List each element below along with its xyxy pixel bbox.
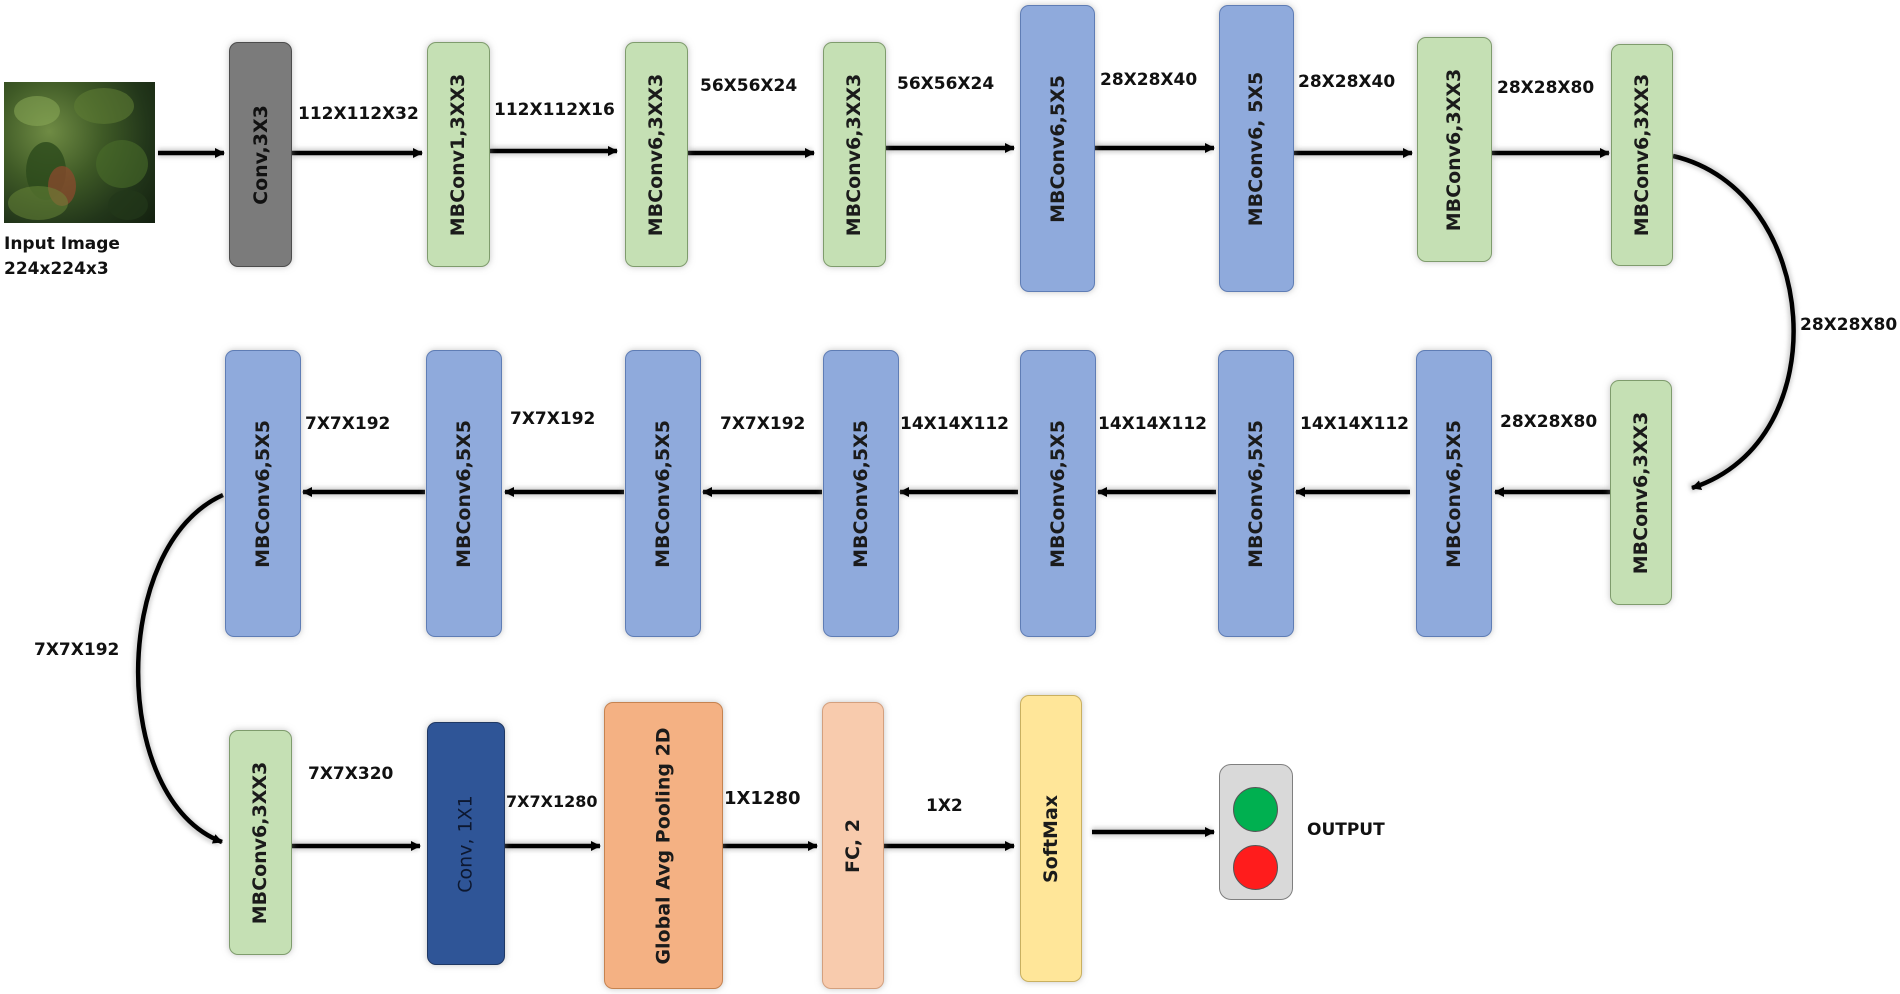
mbconv6-3x3-block-7: MBConv6,3XX3 [1611, 44, 1673, 266]
dim-label: 28X28X80 [1500, 412, 1598, 432]
block-label: MBConv6,5X5 [1046, 74, 1069, 223]
block-label: MBConv6,5X5 [1443, 419, 1466, 568]
mbconv6-5x5-block-4: MBConv6,5X5 [1020, 5, 1095, 292]
fully-connected-block: FC, 2 [822, 702, 884, 989]
block-label: MBConv6,5X5 [652, 419, 675, 568]
block-label: MBConv6,5X5 [1245, 419, 1268, 568]
dim-label: 7X7X192 [510, 409, 596, 429]
dim-label: 7X7X192 [720, 414, 806, 434]
block-label: MBConv6,5X5 [850, 419, 873, 568]
head-conv-1x1-block: Conv, 1X1 [427, 722, 505, 965]
dim-label: 7X7X320 [308, 764, 394, 784]
block-label: SoftMax [1040, 794, 1063, 883]
output-indicator [1219, 764, 1293, 900]
softmax-block: SoftMax [1020, 695, 1082, 982]
block-label: Global Avg Pooling 2D [652, 726, 675, 965]
mbconv6-5x5-block-10: MBConv6,5X5 [1218, 350, 1294, 637]
mbconv6-5x5-block-11: MBConv6,5X5 [1020, 350, 1096, 637]
dim-label: 28X28X40 [1100, 70, 1198, 90]
dim-label: 56X56X24 [700, 76, 798, 96]
dim-label: 28X28X80 [1497, 78, 1595, 98]
mbconv6-5x5-block-12: MBConv6,5X5 [823, 350, 899, 637]
red-circle-icon [1233, 845, 1278, 890]
mbconv6-5x5-block-5: MBConv6, 5X5 [1219, 5, 1294, 292]
dim-label: 7X7X192 [305, 414, 391, 434]
block-label: MBConv6,3XX3 [645, 73, 668, 236]
dim-label: 28X28X80 [1800, 315, 1898, 335]
input-image-thumbnail [4, 82, 155, 223]
dim-label: 112X112X16 [494, 100, 615, 120]
block-label: MBConv6,3XX3 [1630, 411, 1653, 574]
mbconv1-block-1: MBConv1,3XX3 [427, 42, 490, 267]
block-label: MBConv6, 5X5 [1245, 71, 1268, 226]
mbconv6-3x3-block-8: MBConv6,3XX3 [1610, 380, 1672, 605]
block-label: MBConv1,3XX3 [447, 73, 470, 236]
input-image-size: 224x224x3 [4, 259, 109, 279]
dim-label: 14X14X112 [1300, 414, 1410, 434]
block-label: MBConv6,3XX3 [843, 73, 866, 236]
block-label: MBConv6,5X5 [453, 419, 476, 568]
block-label: MBConv6,3XX3 [1443, 68, 1466, 231]
stem-conv-block: Conv,3X3 [229, 42, 292, 267]
mbconv6-3x3-block-6: MBConv6,3XX3 [1417, 37, 1492, 262]
dim-label: 7X7X192 [34, 640, 120, 660]
block-label: MBConv6,5X5 [252, 419, 275, 568]
mbconv6-5x5-block-15: MBConv6,5X5 [225, 350, 301, 637]
mbconv6-3x3-block-2: MBConv6,3XX3 [625, 42, 688, 267]
input-image-caption: Input Image 224x224x3 [4, 232, 204, 282]
dim-label: 7X7X1280 [506, 792, 598, 811]
output-label: OUTPUT [1307, 820, 1385, 840]
block-label: FC, 2 [841, 818, 864, 873]
dim-label: 28X28X40 [1298, 72, 1396, 92]
dim-label: 56X56X24 [897, 74, 995, 94]
dim-label: 112X112X32 [298, 104, 419, 124]
block-label: MBConv6,3XX3 [1631, 73, 1654, 237]
input-image-title: Input Image [4, 234, 120, 254]
block-label: MBConv6,3XX3 [249, 761, 272, 924]
dim-label: 14X14X112 [900, 414, 1010, 434]
dim-label: 1X1280 [724, 788, 801, 809]
mbconv6-5x5-block-13: MBConv6,5X5 [625, 350, 701, 637]
green-circle-icon [1233, 787, 1278, 832]
dim-label: 1X2 [926, 796, 963, 816]
block-label: Conv,3X3 [249, 104, 272, 205]
mbconv6-5x5-block-14: MBConv6,5X5 [426, 350, 502, 637]
mbconv6-3x3-block-3: MBConv6,3XX3 [823, 42, 886, 267]
global-avg-pooling-block: Global Avg Pooling 2D [604, 702, 723, 989]
block-label: MBConv6,5X5 [1047, 419, 1070, 568]
block-label: Conv, 1X1 [455, 794, 478, 893]
dim-label: 14X14X112 [1098, 414, 1208, 434]
mbconv6-3x3-block-16: MBConv6,3XX3 [229, 730, 292, 955]
mbconv6-5x5-block-9: MBConv6,5X5 [1416, 350, 1492, 637]
